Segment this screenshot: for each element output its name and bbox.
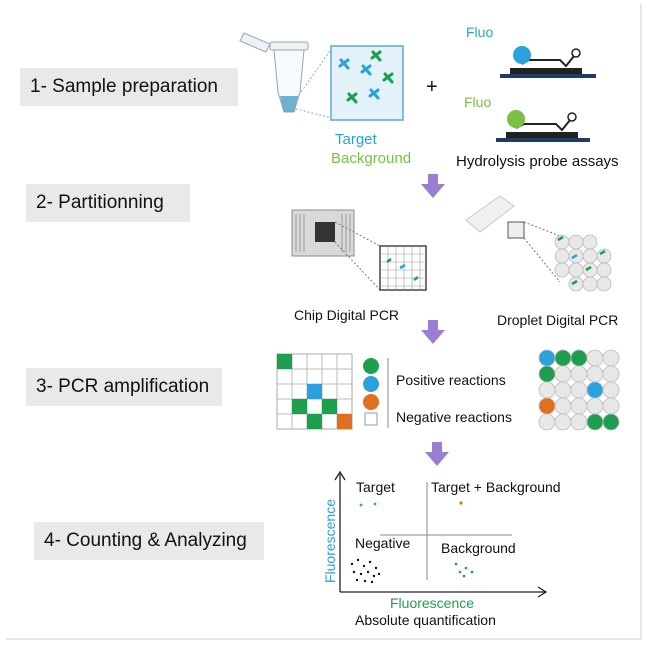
probe-assay-green-icon [496,110,590,142]
chip-grid-zoom [379,245,427,291]
probe-assay-blue-icon [500,46,596,78]
probe-caption: Hydrolysis probe assays [456,153,619,170]
plus-sign: + [426,76,438,98]
arrow-3 [425,442,449,466]
negative-cluster [350,558,381,584]
pcr-reaction-grid [276,353,353,430]
negative-reactions-label: Negative reactions [396,409,512,425]
legend-background-label: Background [331,150,412,167]
scatter-plot-axes [334,470,548,598]
step-pcr-amplification: 3- PCR amplification [26,368,222,406]
quadrant-target-label: Target [356,479,395,495]
positive-reactions-label: Positive reactions [396,372,506,388]
quadrant-dividers [380,482,512,580]
flow-arrows [421,174,449,466]
chip-digital-pcr-label: Chip Digital PCR [294,307,400,323]
target-cluster [359,502,377,507]
step-partitioning: 2- Partitionning [26,184,190,222]
arrow-1 [421,174,445,198]
target-background-cluster [459,501,463,505]
fluo-green-label: Fluo [464,94,492,110]
droplet-digital-pcr-label: Droplet Digital PCR [497,312,619,328]
x-axis-label: Fluorescence [390,595,475,611]
arrow-2 [421,320,445,344]
droplet-cluster-zoom [554,234,612,292]
legend-target-label: Target [335,131,377,148]
droplet-results [538,349,620,431]
figure-frame [6,4,642,640]
fluo-blue-label: Fluo [466,24,494,40]
y-axis-label: Fluorescence [322,498,338,584]
background-cluster [454,562,474,578]
chip-device-icon [291,209,381,291]
quadrant-negative-label: Negative [355,535,411,551]
dna-sample-box [330,45,404,121]
quadrant-background-label: Background [441,540,516,556]
quadrant-target-background-label: Target + Background [431,479,561,495]
absolute-quantification-caption: Absolute quantification [355,612,496,628]
reaction-legend [363,358,389,428]
step-sample-preparation: 1- Sample preparation [20,68,238,106]
step-counting-analyzing: 4- Counting & Analyzing [34,522,264,560]
droplet-device-icon [465,195,561,283]
sample-tube-icon [239,32,333,119]
